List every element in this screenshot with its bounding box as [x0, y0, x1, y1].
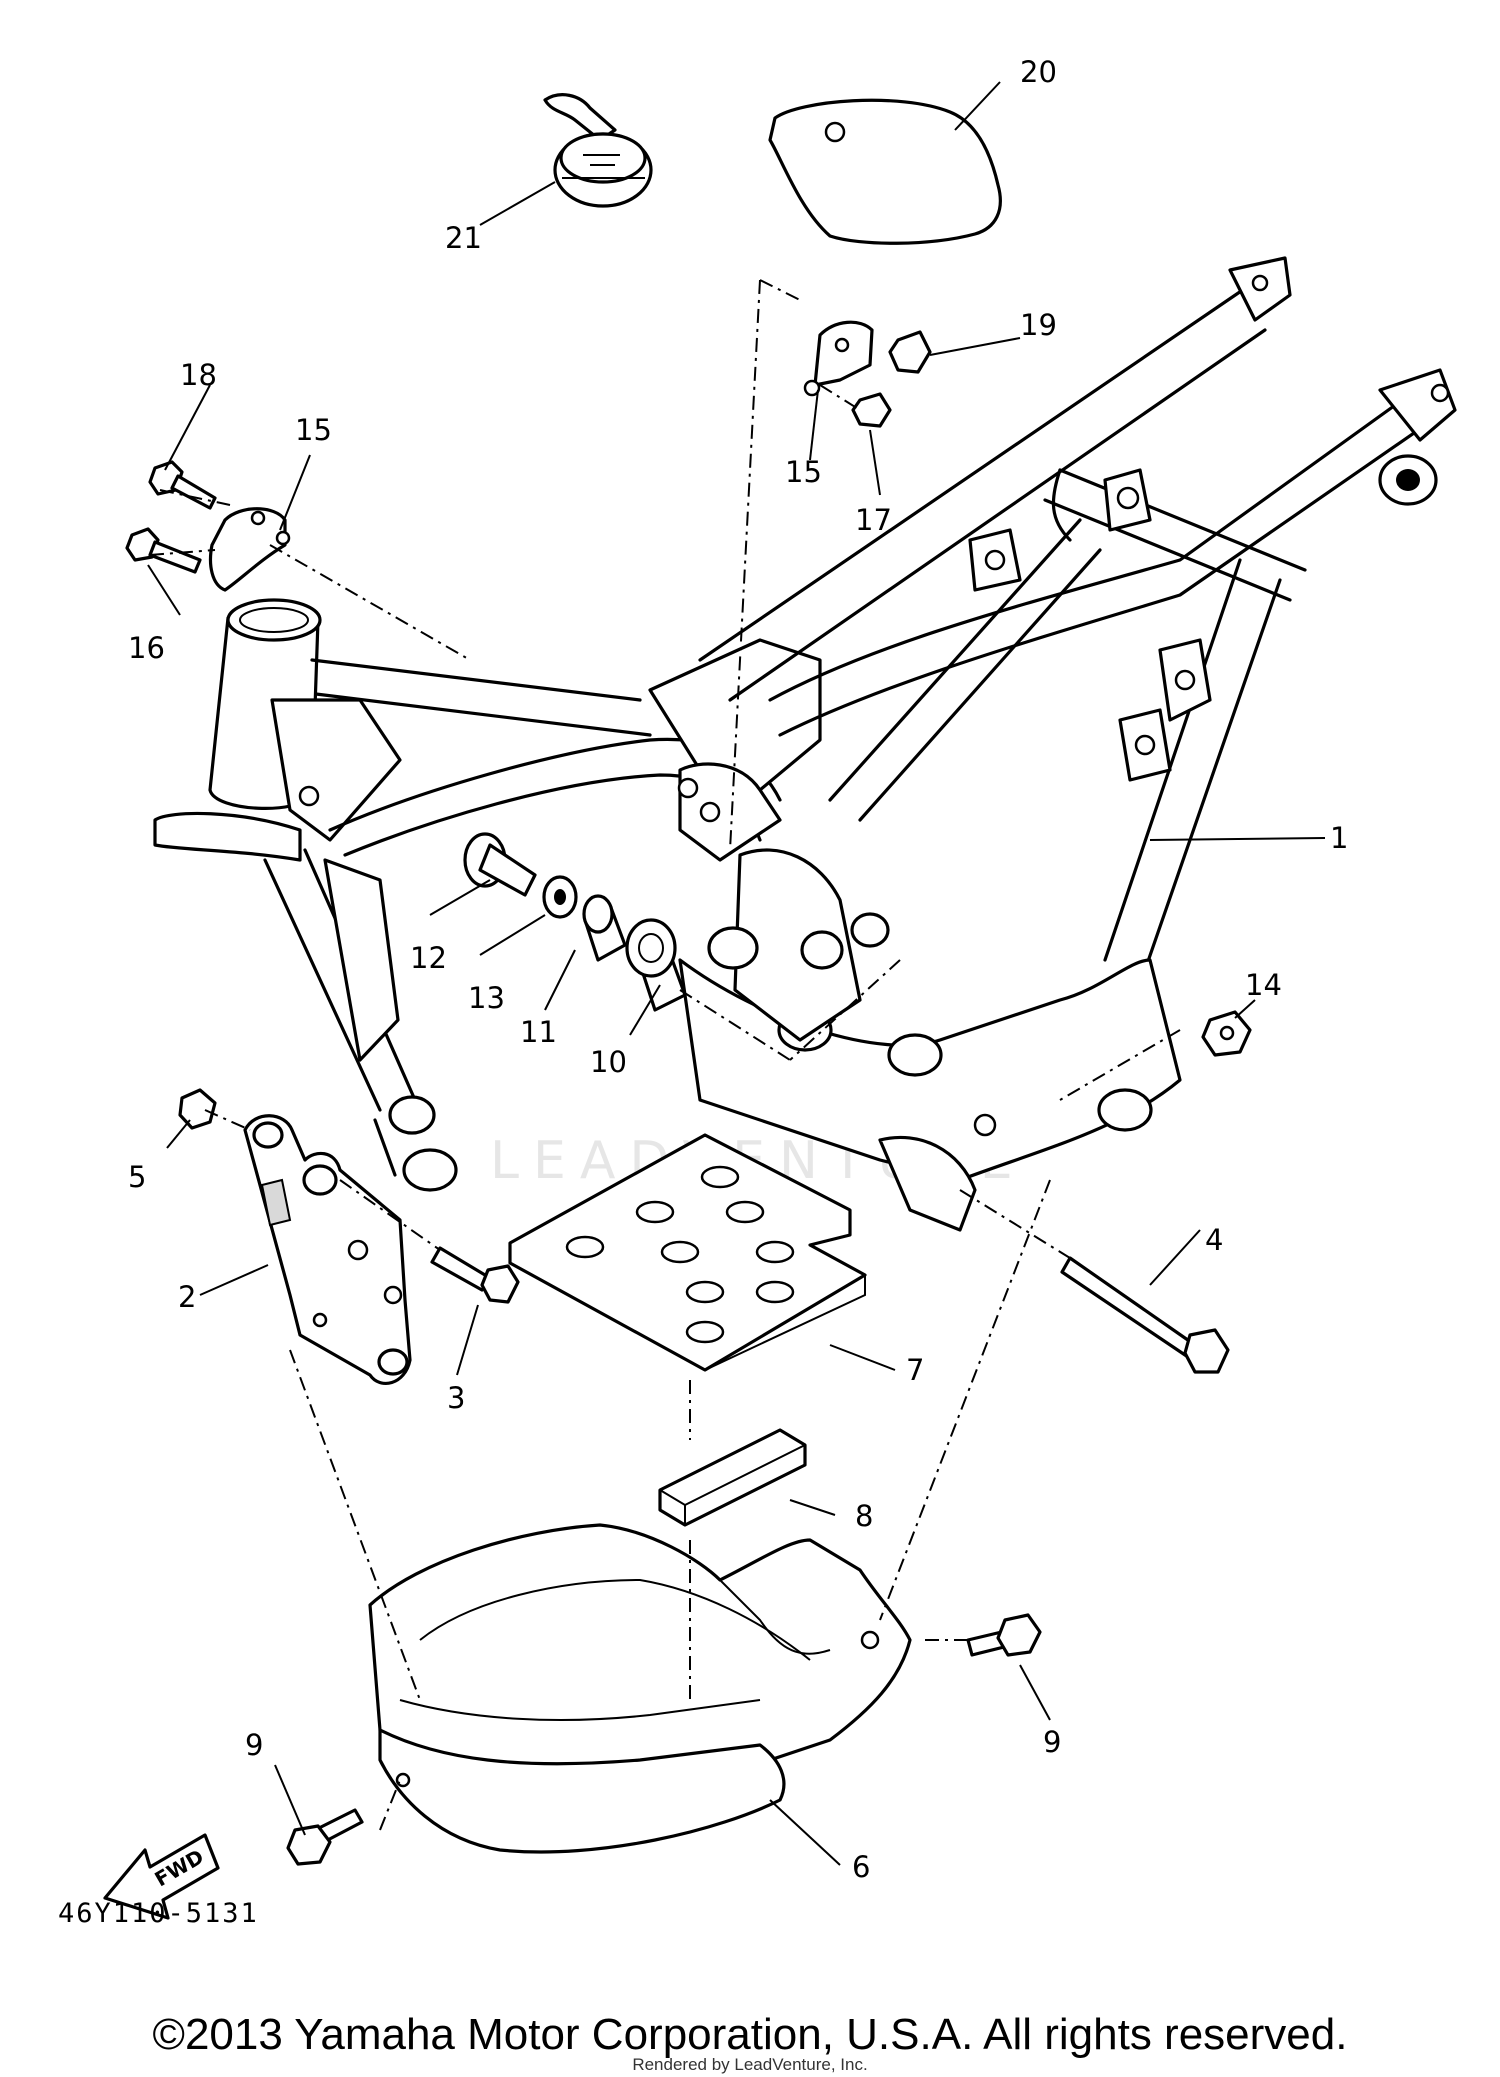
- part-2-bracket: [243, 1114, 412, 1385]
- callout-16: 16: [128, 631, 165, 665]
- part-19-nut: [888, 330, 932, 374]
- callout-14: 14: [1245, 968, 1282, 1002]
- part-15-bracket-right: [803, 320, 874, 397]
- part-11-collar: [582, 894, 627, 962]
- callout-10: 10: [590, 1045, 627, 1079]
- part-4-bolt: [1060, 1256, 1230, 1374]
- callout-6: 6: [852, 1850, 870, 1884]
- callout-9-left: 9: [245, 1728, 263, 1762]
- part-1-frame: [153, 256, 1457, 1232]
- callout-7: 7: [906, 1353, 924, 1387]
- part-21-cap: [543, 93, 653, 208]
- callout-13: 13: [468, 981, 505, 1015]
- callout-15-left: 15: [295, 413, 332, 447]
- callout-20: 20: [1020, 55, 1057, 89]
- callout-1: 1: [1330, 821, 1348, 855]
- part-13-washer: [542, 875, 578, 919]
- part-18-bolt: [148, 460, 217, 510]
- renderer-note: Rendered by LeadVenture, Inc.: [632, 2055, 868, 2074]
- catalog-number: 46Y110-5131: [58, 1898, 259, 1929]
- part-17-nut: [851, 392, 892, 428]
- part-6-skid-plate: [368, 1523, 912, 1854]
- callout-2: 2: [178, 1280, 196, 1314]
- callout-3: 3: [447, 1381, 465, 1415]
- callout-19: 19: [1020, 308, 1057, 342]
- copyright-notice: ©2013 Yamaha Motor Corporation, U.S.A. A…: [152, 2010, 1348, 2059]
- part-5-nut: [178, 1088, 217, 1130]
- part-15-bracket-left: [208, 507, 291, 592]
- leader-lines: [147, 81, 1326, 1866]
- callout-4: 4: [1205, 1223, 1223, 1257]
- part-9-bolt-right: [966, 1613, 1042, 1657]
- callout-9-right: 9: [1043, 1725, 1061, 1759]
- callout-18: 18: [180, 358, 217, 392]
- callout-11: 11: [520, 1015, 557, 1049]
- callout-15-right: 15: [785, 455, 822, 489]
- callout-labels: 1 2 3 4 5 6 7 8 9 9 10 11 12 13 14 15 15…: [128, 55, 1348, 1884]
- callout-8: 8: [855, 1499, 873, 1533]
- part-8-pad: [658, 1428, 807, 1527]
- callout-21: 21: [445, 221, 482, 255]
- part-7-plate: [508, 1133, 867, 1372]
- callout-5: 5: [128, 1160, 146, 1194]
- callout-17: 17: [855, 503, 892, 537]
- part-14-nut: [1201, 1010, 1252, 1057]
- part-16-bolt: [125, 527, 202, 574]
- part-9-bolt-left: [286, 1808, 364, 1866]
- part-20-pad: [768, 98, 1002, 245]
- part-12-bolt: [463, 832, 537, 897]
- part-3-bolt: [430, 1246, 520, 1304]
- callout-12: 12: [410, 941, 447, 975]
- assembly-lines: [149, 279, 1181, 1831]
- part-10-bushing: [625, 918, 687, 1012]
